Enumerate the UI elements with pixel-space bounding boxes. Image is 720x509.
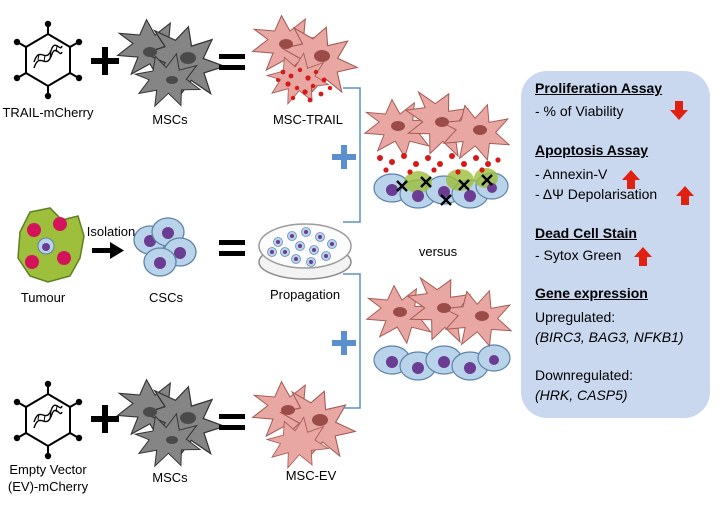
viability-down-arrow-icon: [670, 101, 688, 120]
label-versus: versus: [418, 244, 458, 259]
label-mscs-top: MSCs: [152, 112, 188, 127]
isolation-arrow: [92, 242, 124, 259]
coculture-ev: [366, 264, 517, 381]
label-trail-mcherry: TRAIL-mCherry: [2, 105, 94, 120]
annexin-up-arrow-icon: [622, 170, 640, 189]
gene-up-label: Upregulated:: [535, 309, 616, 325]
empty-vector-virus-icon: [12, 379, 84, 461]
gene-down-list: (HRK, CASP5): [535, 387, 628, 403]
dead-cell-item: - Sytox Green: [535, 247, 622, 263]
tumour-cluster: [17, 207, 85, 283]
proliferation-title: Proliferation Assay: [535, 80, 663, 96]
label-isolation: Isolation: [86, 224, 136, 239]
apoptosis-item-annexin: - Annexin-V: [535, 166, 608, 182]
petri-dish: [258, 223, 352, 280]
msc-grey-cells-top: [117, 15, 234, 116]
msc-grey-cells-bottom: [117, 375, 234, 476]
label-empty-vector-line1: Empty Vector: [9, 462, 87, 477]
gene-down-label: Downregulated:: [535, 367, 634, 383]
plus-sign-bottom: [91, 405, 119, 433]
msc-ev-cells: [252, 377, 366, 478]
csc-cells: [133, 217, 197, 277]
bracket-bottom: [343, 273, 361, 409]
dead-cell-title: Dead Cell Stain: [535, 225, 637, 241]
blue-plus-bottom: [332, 331, 356, 355]
bracket-top: [343, 87, 361, 223]
label-msc-ev: MSC-EV: [285, 468, 337, 483]
apoptosis-title: Apoptosis Assay: [535, 142, 649, 158]
gene-up-list: (BIRC3, BAG3, NFKB1): [535, 329, 684, 345]
label-propagation: Propagation: [269, 287, 341, 302]
apoptosis-item-depolarisation: - ΔΨ Depolarisation: [535, 186, 658, 202]
results-panel: [521, 71, 710, 418]
blue-plus-top: [332, 145, 356, 169]
label-msc-trail: MSC-TRAIL: [272, 112, 344, 127]
equals-sign-bottom: [219, 414, 245, 430]
proliferation-item: - % of Viability: [535, 103, 624, 119]
equals-sign-middle: [219, 240, 245, 256]
sytox-up-arrow-icon: [634, 247, 652, 266]
label-tumour: Tumour: [20, 290, 66, 305]
trail-particles: [276, 67, 333, 103]
trail-virus-icon: [12, 19, 84, 101]
coculture-trail: [364, 78, 515, 209]
label-empty-vector-line2: (EV)-mCherry: [7, 479, 89, 494]
plus-sign-top: [91, 47, 119, 75]
depolarisation-up-arrow-icon: [676, 186, 694, 205]
label-cscs: CSCs: [149, 290, 183, 305]
gene-title: Gene expression: [535, 285, 648, 301]
label-mscs-bottom: MSCs: [152, 470, 188, 485]
equals-sign-top: [219, 54, 245, 70]
